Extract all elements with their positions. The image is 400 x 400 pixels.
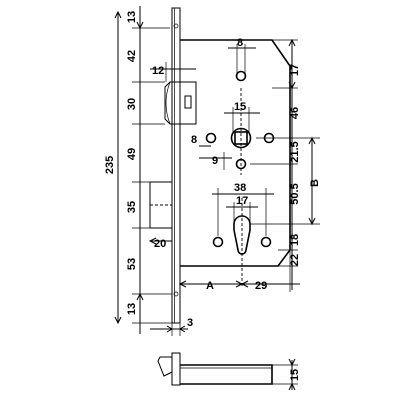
lock-case bbox=[180, 39, 291, 267]
dim-top-gap: 13 bbox=[126, 11, 138, 23]
top-dimensions: 8 15 8 9 38 17 bbox=[191, 37, 274, 288]
dim-small-offset: 9 bbox=[212, 155, 218, 167]
dim-cyl-lower: 18 bbox=[289, 234, 301, 246]
dim-A: A bbox=[206, 280, 214, 292]
lock-body bbox=[149, 7, 291, 324]
dim-side-height: 15 bbox=[289, 369, 301, 381]
dim-strike-offset: 20 bbox=[154, 238, 166, 250]
dim-cyl-width: 38 bbox=[234, 182, 246, 194]
dim-follower-square: 15 bbox=[234, 101, 246, 113]
side-case bbox=[180, 364, 273, 385]
dim-latch-depth: 12 bbox=[152, 65, 164, 77]
dim-top-edge: 17 bbox=[289, 64, 301, 76]
dim-latch-to-strike: 49 bbox=[126, 148, 138, 160]
dim-B: B bbox=[309, 179, 321, 187]
faceplate bbox=[171, 7, 181, 324]
dim-bottom-gap: 13 bbox=[126, 303, 138, 315]
dim-strike: 35 bbox=[126, 201, 138, 213]
dim-latch: 30 bbox=[126, 98, 138, 110]
side-faceplate bbox=[171, 352, 181, 386]
dim-strike-to-cyl: 53 bbox=[126, 258, 138, 270]
dim-to-latch: 42 bbox=[126, 50, 138, 62]
left-dimensions: 235 13 42 30 49 35 53 13 bbox=[104, 6, 172, 334]
dim-overall: 235 bbox=[104, 156, 116, 174]
bottom-dimensions: A 29 bbox=[178, 250, 300, 292]
dim-center-distance: 50.5 bbox=[289, 183, 301, 204]
cylinder-profile bbox=[233, 215, 251, 255]
dim-hole-spacing-mid: 8 bbox=[191, 134, 197, 146]
dim-backset-offset: 29 bbox=[255, 280, 267, 292]
side-view: 15 bbox=[157, 352, 301, 391]
dim-follower-to-cyl: 21.5 bbox=[289, 141, 301, 162]
top-hole bbox=[235, 70, 247, 82]
right-dimensions: 17 46 21.5 50.5 18 22 B bbox=[250, 38, 321, 290]
dim-faceplate-thickness: 3 bbox=[187, 317, 193, 329]
inner-dimensions: 12 20 3 bbox=[148, 62, 196, 336]
dim-hole-spacing-top: 8 bbox=[237, 37, 243, 49]
dim-to-follower: 46 bbox=[289, 107, 301, 119]
dim-bottom-edge: 22 bbox=[289, 254, 301, 266]
latch-bolt bbox=[179, 81, 197, 125]
